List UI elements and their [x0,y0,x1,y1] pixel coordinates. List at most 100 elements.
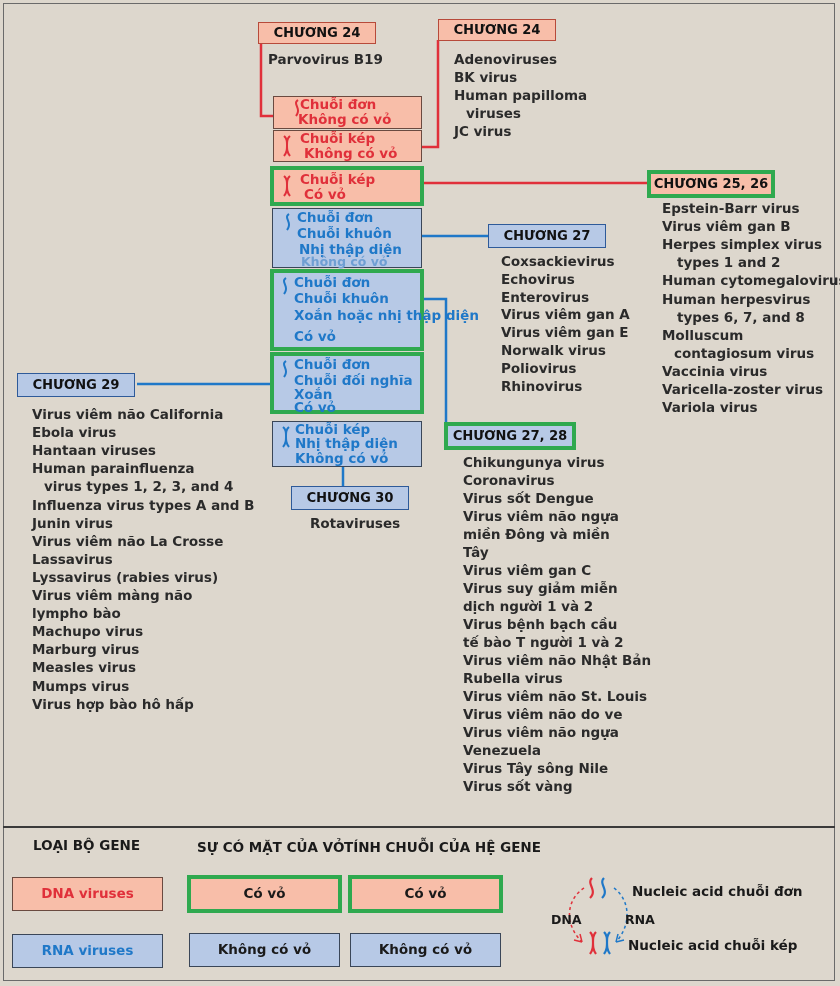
virus-list-item: Virus viêm màng não [32,588,193,604]
virus-list-item: Virus viêm não California [32,407,224,423]
box-line: Không có vỏ [301,254,388,269]
legend-double-strand: Nucleic acid chuỗi kép [628,938,798,954]
virus-list-item: Venezuela [463,743,541,759]
box-line: Chuỗi khuôn [294,291,389,307]
virus-list-item: Human parainfluenza [32,461,195,477]
virus-list-item: Virus viêm não Nhật Bản [463,653,652,669]
virus-list-item: Virus viêm gan A [501,307,630,323]
virus-list-item: Enterovirus [501,290,590,306]
virus-list-item: lympho bào [32,606,121,622]
virus-list-item: Molluscum [662,328,744,344]
virus-list-item: Ebola virus [32,425,117,441]
box-line: Chuỗi đơn [294,275,371,291]
virus-list-item: Lassavirus [32,552,113,568]
virus-list-item: Virus viêm gan E [501,325,629,341]
virus-list-item: Human papilloma [454,88,588,104]
rna-double-nonenveloped-box: Chuỗi kép Nhị thập diện Không có vỏ [272,421,422,467]
virus-list-item: Poliovirus [501,361,577,377]
virus-list-item: Virus viêm não St. Louis [463,689,648,705]
dna-double-nonenveloped-box: Chuỗi kép Không có vỏ [273,130,422,162]
virus-list-item: Varicella-zoster virus [662,382,824,398]
box-line: Không có vỏ [295,451,389,467]
box-line: Không có vỏ [298,112,392,128]
virus-list-item: Human cytomegalovirus [662,273,840,289]
virus-list-item: Coxsackievirus [501,254,615,270]
box-line: Chuỗi kép [300,131,376,147]
virus-list-item: JC virus [454,124,512,140]
legend-enveloped-dna: Có vỏ [187,875,342,913]
legend-divider [3,826,835,828]
virus-list-item: Virus viêm não do ve [463,707,623,723]
virus-list-item: Norwalk virus [501,343,606,359]
legend-enveloped-strand: Có vỏ [348,875,503,913]
virus-list-item: viruses [466,106,521,122]
rna-single-positive-enveloped-box: Chuỗi đơn Chuỗi khuôn Xoắn hoặc nhị thập… [270,269,479,351]
box-line: Xoắn hoặc nhị thập diện [294,308,479,324]
virus-list-item: Virus viêm gan C [463,563,592,579]
chapter-30: CHƯƠNG 30 [291,486,409,510]
virus-list-item: Measles virus [32,660,136,676]
line-c24-right [422,40,440,149]
virus-list-item: Vaccinia virus [662,364,768,380]
legend-heading-genome: LOẠI BỘ GENE [33,838,141,854]
box-line: Chuỗi kép [295,422,371,438]
virus-list-item: Rhinovirus [501,379,583,395]
legend-rna-label: RNA [625,912,655,927]
single-strand-icon [286,213,290,231]
chapter-24-right: CHƯƠNG 24 [438,19,556,41]
box-line: Nhị thập diện [295,436,398,452]
virus-list-item: Virus sốt Dengue [463,491,594,507]
virus-list-item: Rotaviruses [310,516,401,532]
virus-list-item: Epstein-Barr virus [662,201,800,217]
virus-list-item: Human herpesvirus [662,292,811,308]
virus-list-item: types 1 and 2 [677,255,781,271]
box-line: Chuỗi đơn [300,97,377,113]
box-line: Chuỗi kép [300,172,376,188]
virus-list-item: Virus viêm não ngựa [463,725,619,741]
virus-list-item: Adenoviruses [454,52,558,68]
virus-list-item: Junin virus [32,516,113,532]
virus-list-item: Virus viêm não ngựa [463,509,619,525]
double-strand-icon [283,135,291,157]
legend-nonenveloped-2: Không có vỏ [350,933,501,967]
virus-list-item: Influenza virus types A and B [32,498,255,514]
virus-list-item: Coronavirus [463,473,555,489]
double-strand-icon [282,426,290,448]
box-line: Không có vỏ [304,146,398,162]
strand-cycle-icon [568,877,628,955]
dna-single-nonenveloped-box: Chuỗi đơn Không có vỏ [273,96,422,129]
box-line: Chuỗi khuôn [297,226,392,242]
chapter-24-left: CHƯƠNG 24 [258,22,376,44]
virus-list-item: Machupo virus [32,624,144,640]
virus-list-item: dịch người 1 và 2 [463,599,594,615]
rna-single-positive-nonenveloped-box: Chuỗi đơn Chuỗi khuôn Nhị thập diện Khôn… [272,208,422,268]
legend-single-strand: Nucleic acid chuỗi đơn [632,884,803,900]
legend-heading-envelope: SỰ CÓ MẶT CỦA VỎ [197,840,345,856]
legend-heading-strand: TÍNH CHUỖI CỦA HỆ GENE [344,840,541,856]
box-line: Xoắn [294,387,333,403]
virus-list-item: Tây [463,545,489,561]
box-line: Chuỗi đối nghĩa [294,373,413,389]
virus-list-item: Virus viêm não La Crosse [32,534,224,550]
legend-rna-viruses: RNA viruses [12,934,163,968]
chapter-27: CHƯƠNG 27 [488,224,606,248]
box-line: Có vỏ [304,187,346,203]
double-strand-icon [283,175,291,197]
box-line: Chuỗi đơn [297,210,374,226]
virus-list-item: Variola virus [662,400,758,416]
virus-list-item: Marburg virus [32,642,140,658]
virus-list-item: Hantaan viruses [32,443,156,459]
chapter-29: CHƯƠNG 29 [17,373,135,397]
single-strand-icon [283,277,287,295]
chapter-25-26: CHƯƠNG 25, 26 [647,170,775,198]
dna-double-enveloped-box: Chuỗi kép Có vỏ [270,166,424,206]
virus-list-item: Lyssavirus (rabies virus) [32,570,219,586]
virus-list-item: Virus sốt vàng [463,779,573,795]
box-line: Có vỏ [294,329,336,345]
virus-list-item: Echovirus [501,272,575,288]
virus-list-item: Herpes simplex virus [662,237,822,253]
rna-single-negative-enveloped-box: Chuỗi đơn Chuỗi đối nghĩa Xoắn Có vỏ [270,352,424,416]
box-line: Có vỏ [294,400,336,416]
